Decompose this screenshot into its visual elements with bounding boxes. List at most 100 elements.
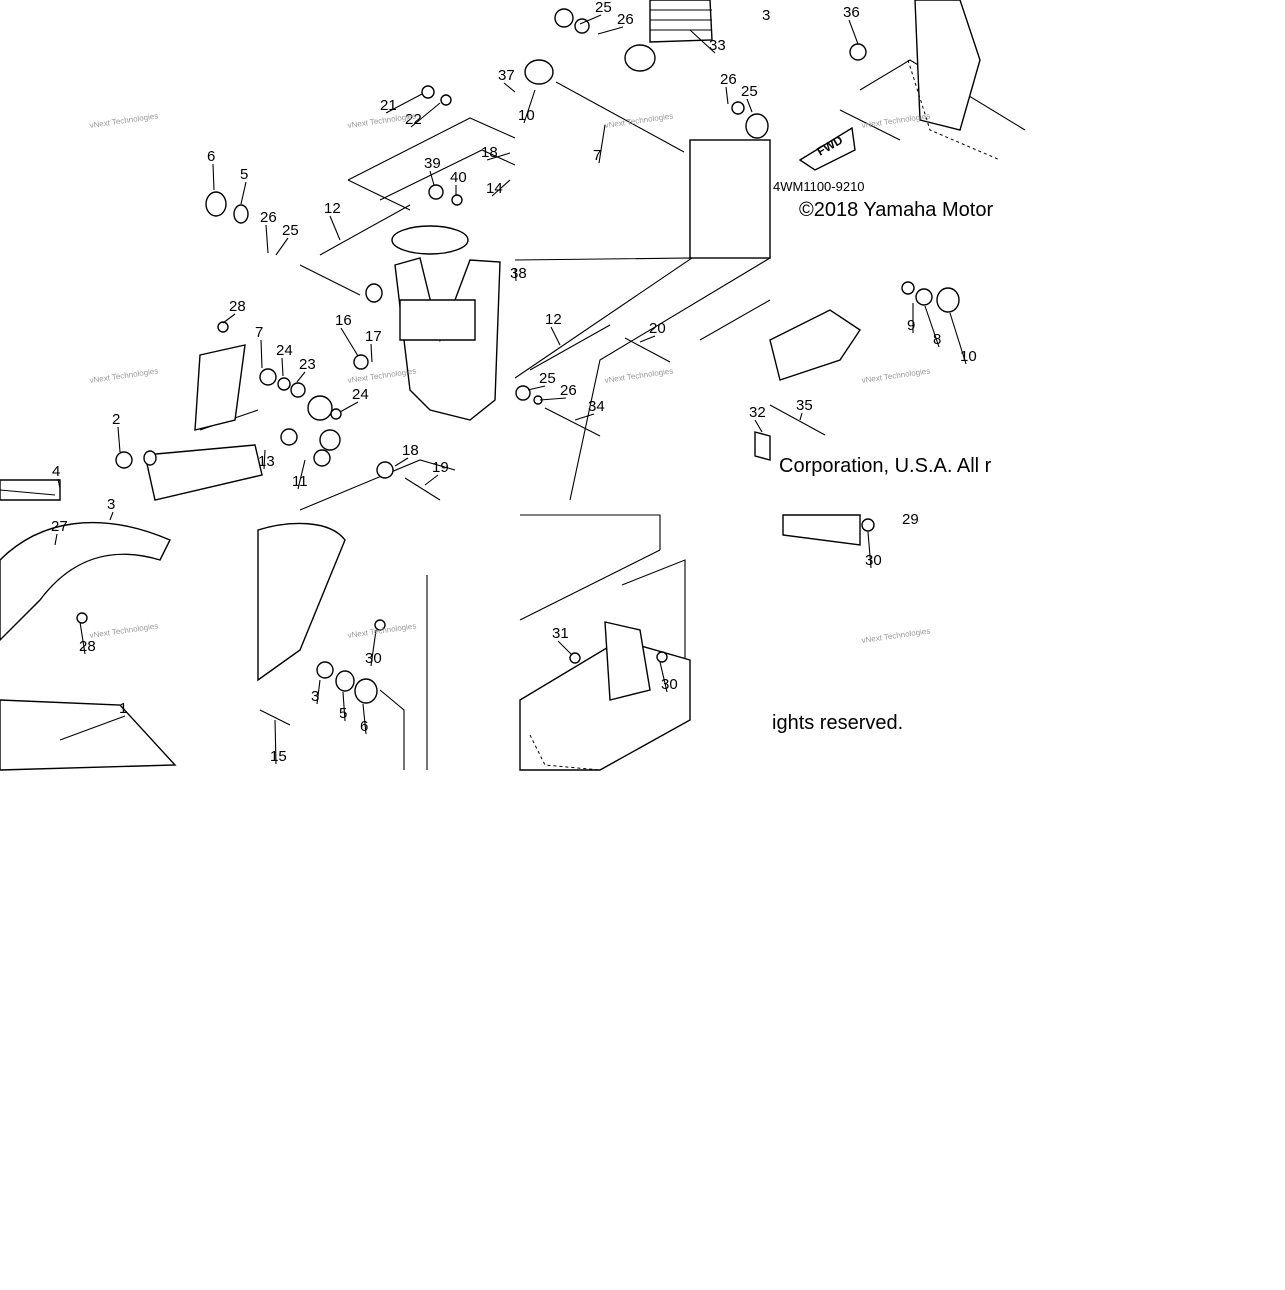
callout-5: 5: [240, 166, 248, 183]
leader-line-26: [265, 224, 269, 254]
leader-line-7: [260, 339, 263, 369]
callout-13: 13: [258, 453, 275, 470]
callout-34: 34: [588, 398, 605, 415]
leader-line-30: [659, 661, 668, 693]
callout-28: 28: [79, 638, 96, 655]
leader-line-39: [429, 170, 435, 186]
leader-line-10: [523, 89, 536, 124]
callout-5: 5: [339, 705, 347, 722]
callout-24: 24: [276, 342, 293, 359]
leader-line-12: [329, 215, 341, 241]
callout-28: 28: [229, 298, 246, 315]
leader-line-25: [746, 98, 753, 113]
copyright-line-1: ©2018 Yamaha Motor: [799, 199, 993, 221]
callout-24: 24: [352, 386, 369, 403]
callout-25: 25: [539, 370, 556, 387]
watermark: vNext Technologies: [861, 626, 931, 645]
watermark: vNext Technologies: [861, 366, 931, 385]
leader-line-1: [59, 715, 126, 741]
callout-25: 25: [282, 222, 299, 239]
callout-12: 12: [324, 200, 341, 217]
blank-region-right: [1028, 0, 1285, 515]
callout-6: 6: [207, 148, 215, 165]
leader-line-34: [574, 413, 595, 421]
callout-32: 32: [749, 404, 766, 421]
callout-1: 1: [119, 700, 127, 717]
copyright-line-3: ights reserved.: [772, 712, 903, 734]
leader-line-18: [394, 457, 409, 467]
callout-18: 18: [481, 144, 498, 161]
callout-3: 3: [311, 688, 319, 705]
leader-line-11: [297, 459, 306, 490]
part-code: 4WM1100-9210: [773, 179, 865, 194]
leader-line-25: [275, 237, 289, 256]
callout-17: 17: [365, 328, 382, 345]
leader-line-26: [539, 397, 567, 401]
callout-22: 22: [405, 111, 422, 128]
watermark: vNext Technologies: [347, 366, 417, 385]
leader-line-38: [514, 267, 517, 282]
callout-11: 11: [292, 473, 308, 490]
callout-31: 31: [552, 625, 569, 642]
leader-line-15: [274, 719, 277, 765]
callout-2: 2: [112, 411, 120, 428]
leader-line-24: [281, 357, 284, 377]
callout-26: 26: [560, 382, 577, 399]
forward-arrow: FWD: [798, 126, 856, 171]
leader-line-37: [503, 82, 516, 93]
leader-line-2: [117, 426, 121, 453]
callout-14: 14: [486, 180, 503, 197]
callout-25: 25: [595, 0, 612, 16]
watermark: vNext Technologies: [89, 111, 159, 130]
leader-line-14: [491, 179, 511, 197]
callout-4: 4: [52, 463, 60, 480]
leader-line-30: [867, 531, 872, 569]
bushings-and-nuts: [76, 8, 960, 704]
callout-26: 26: [260, 209, 277, 226]
swingarm-assembly: [0, 0, 981, 771]
callout-15: 15: [270, 748, 287, 765]
leader-line-25: [579, 14, 602, 25]
watermark: vNext Technologies: [89, 366, 159, 385]
watermark: vNext Technologies: [861, 111, 931, 130]
callout-38: 38: [510, 265, 527, 282]
callout-30: 30: [365, 650, 382, 667]
leader-line-32: [754, 419, 763, 433]
callout-18: 18: [402, 442, 419, 459]
leader-line-3: [109, 511, 114, 521]
leader-line-13: [263, 449, 266, 470]
watermark: vNext Technologies: [89, 621, 159, 640]
leader-line-17: [370, 343, 373, 363]
leader-line-22: [410, 102, 441, 128]
callout-37: 37: [498, 67, 515, 84]
leader-line-5: [240, 181, 247, 205]
leader-line-6: [212, 163, 215, 191]
callout-23: 23: [299, 356, 316, 373]
callout-9: 9: [907, 317, 915, 334]
callout-35: 35: [796, 397, 813, 414]
hidden-outline: [529, 59, 1001, 771]
callout-7: 7: [593, 147, 601, 164]
callout-26: 26: [720, 71, 737, 88]
leader-line-5: [342, 691, 346, 722]
leader-line-23: [296, 371, 306, 383]
leader-line-33: [689, 29, 716, 54]
leader-line-4: [57, 478, 61, 489]
watermark: vNext Technologies: [604, 366, 674, 385]
callout-10: 10: [960, 348, 977, 365]
callout-12: 12: [545, 311, 562, 328]
callout-33: 33: [709, 37, 726, 54]
leader-line-27: [54, 533, 58, 546]
leader-line-20: [639, 335, 656, 343]
shafts-and-bolts: [0, 81, 826, 726]
leader-line-35: [799, 412, 803, 421]
callout-19: 19: [432, 459, 449, 476]
callout-39: 39: [424, 155, 441, 172]
leader-line-26: [725, 86, 729, 105]
callout-3: 3: [762, 7, 770, 24]
leader-line-3: [316, 679, 321, 705]
leader-line-19: [424, 474, 439, 486]
leader-line-36: [848, 19, 859, 45]
